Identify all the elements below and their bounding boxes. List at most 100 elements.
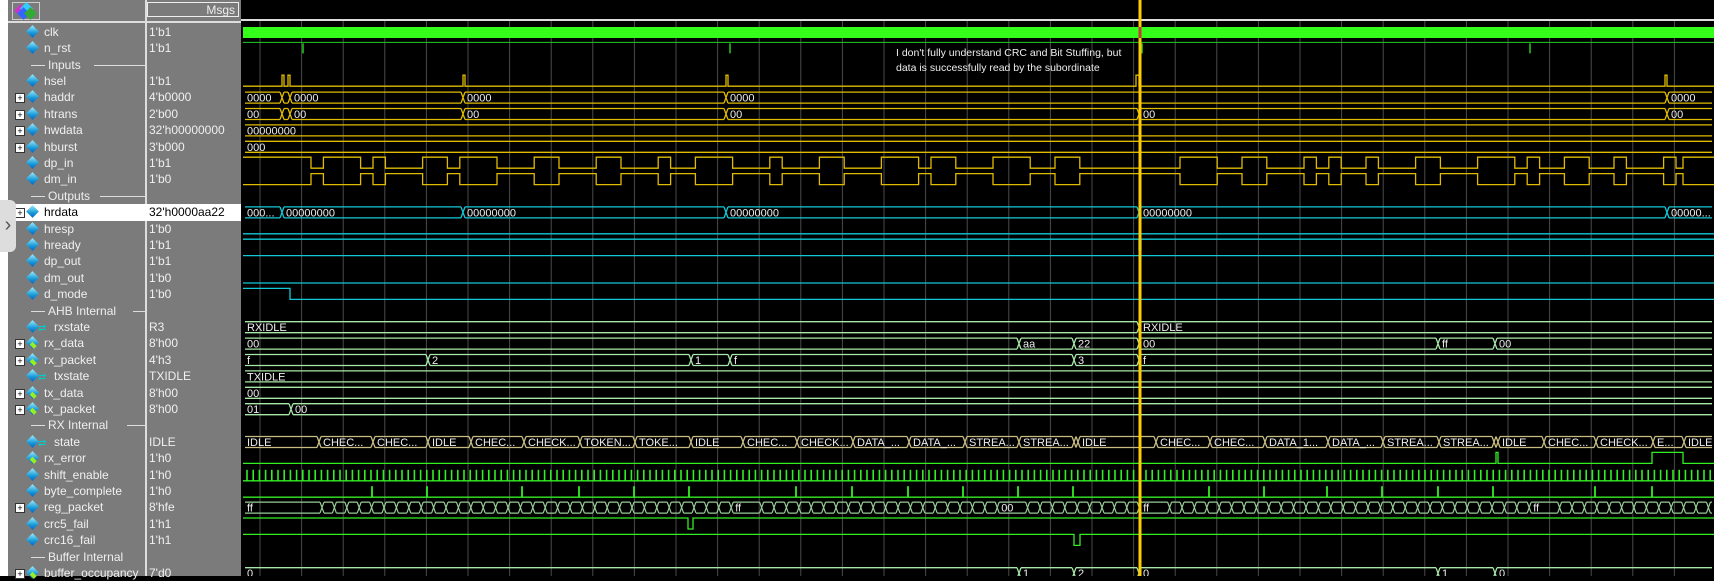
expand-icon[interactable]: + (15, 339, 25, 350)
reg-packet-bus-segment (912, 501, 921, 514)
divider-ahb-internal[interactable]: AHB Internal (8, 303, 241, 319)
signal-name: hrdata (44, 205, 79, 220)
tx_packet-bus-segment (293, 403, 1712, 416)
reg-packet-bus-segment (696, 501, 705, 514)
reg-packet-transition (945, 501, 951, 514)
state-value-label: E... (1657, 437, 1674, 449)
expand-panel-tab[interactable]: › (0, 200, 16, 252)
state-value-label: DATA_1... (1269, 437, 1318, 449)
reg-packet-bus-segment (1308, 501, 1317, 514)
msgs-column-header[interactable]: Msgs (147, 2, 239, 17)
txstate-bus-segment (245, 370, 1712, 383)
reg-packet-bus-segment (949, 501, 958, 514)
cursor-clk-marker (1138, 27, 1142, 38)
htrans-value-label: 00 (1671, 109, 1683, 121)
divider-rx-internal[interactable]: RX Internal (8, 417, 241, 433)
expand-icon[interactable]: + (15, 503, 25, 514)
divider-buffer-internal[interactable]: Buffer Internal (8, 549, 241, 565)
state-bus-segment (799, 435, 851, 449)
expand-icon[interactable]: + (15, 142, 25, 153)
reg-packet-bus-segment (1054, 501, 1063, 514)
rx_packet-bus-segment (732, 353, 1072, 367)
reg-packet-transition (1390, 501, 1396, 514)
reg-packet-bus-segment (497, 501, 506, 514)
state-machine-icon: ⇄ (38, 372, 47, 384)
expand-icon[interactable]: + (15, 355, 25, 366)
state-value-label: TOKE... (639, 437, 678, 449)
expand-icon[interactable]: + (15, 109, 25, 120)
hrdata-bus-segment (1141, 206, 1665, 219)
txstate-value-label: TXIDLE (247, 371, 286, 383)
state-value-label: DATA_... (1332, 437, 1375, 449)
reg-packet-transition (517, 501, 523, 514)
reg-packet-transition (969, 501, 975, 514)
divider-label: Inputs (48, 57, 81, 72)
reg-packet-transition (1179, 501, 1185, 514)
rx_packet-value-label: f (734, 355, 738, 367)
reg-packet-bus-segment (1481, 501, 1490, 514)
reg-packet-transition (920, 501, 926, 514)
reg-packet-bus-segment (373, 501, 382, 514)
htrans-value-label: 00 (730, 109, 742, 121)
divider-line (31, 195, 45, 197)
buffer_occupancy-transition (1492, 567, 1498, 576)
column-divider[interactable] (145, 0, 147, 576)
rx_data-transition (1435, 337, 1441, 350)
hrdata-value-label: 00000000 (467, 207, 516, 219)
divider-outputs[interactable]: Outputs (8, 188, 241, 204)
reg-packet-transition (1229, 501, 1235, 514)
reg-packet-bus-segment (423, 501, 432, 514)
reg-packet-transition (579, 501, 585, 514)
state-transition (1071, 436, 1077, 448)
haddr-value-label: 0000 (294, 93, 318, 105)
signal-name: crc5_fail (44, 516, 89, 531)
state-transition (794, 436, 800, 448)
reg-packet-bus-segment (776, 501, 785, 514)
expand-icon[interactable]: + (15, 405, 25, 415)
expand-icon[interactable]: + (15, 126, 25, 137)
reg-packet-bus-segment (986, 501, 996, 514)
reg-packet-bus-segment (1673, 501, 1682, 514)
signal-name: rx_data (44, 336, 85, 351)
state-bus-segment (1212, 435, 1263, 449)
wave-layout-icon[interactable] (12, 2, 40, 20)
reg-packet-transition (1377, 501, 1383, 514)
expand-icon[interactable]: + (15, 93, 25, 104)
reg-packet-bus-segment (646, 501, 655, 514)
state-value-label: DATA_... (857, 437, 900, 449)
reg-packet-bus-segment (1432, 501, 1441, 514)
signal-value: 1'b0 (149, 172, 172, 187)
divider-inputs[interactable]: Inputs (8, 57, 241, 73)
divider-line (31, 425, 45, 427)
expand-icon[interactable]: + (15, 388, 25, 399)
